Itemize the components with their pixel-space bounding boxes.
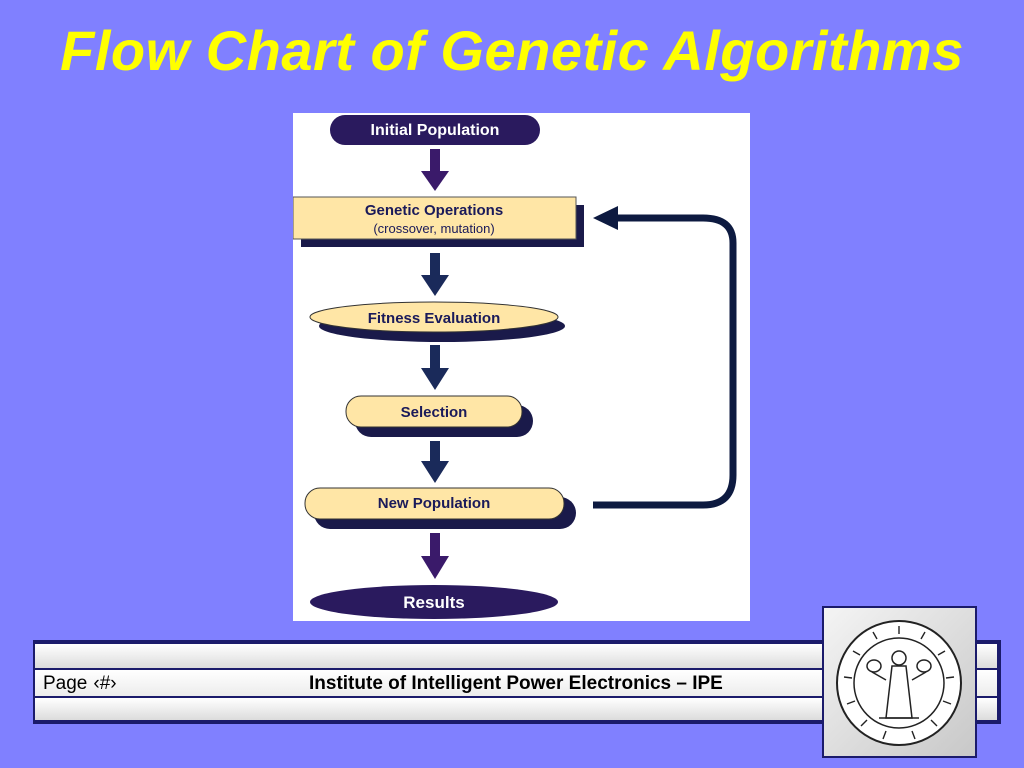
loop-arrow-new-to-genetic [593, 206, 737, 509]
flowchart-svg: Initial Population Genetic Operations (c… [293, 115, 737, 619]
node-genetic-operations: Genetic Operations (crossover, mutation) [293, 196, 584, 247]
footer-band-bottom [35, 698, 997, 720]
node-new-population: New Population [304, 487, 576, 529]
page-number: ‹#› [93, 673, 117, 694]
node-initial-population-label: Initial Population [371, 122, 500, 139]
university-seal-icon [836, 620, 962, 746]
node-genetic-operations-sublabel: (crossover, mutation) [373, 221, 494, 236]
page-label: Page [43, 673, 88, 694]
node-selection: Selection [345, 395, 533, 437]
arrow-initial-to-genetic [421, 149, 449, 191]
node-selection-label: Selection [401, 404, 468, 421]
slide-title: Flow Chart of Genetic Algorithms [60, 19, 964, 82]
node-results: Results [310, 585, 558, 619]
institute-name: Institute of Intelligent Power Electroni… [309, 673, 723, 694]
arrow-selection-to-new-population [421, 441, 449, 483]
arrow-genetic-to-fitness [421, 253, 449, 296]
node-results-label: Results [403, 593, 464, 612]
node-new-population-label: New Population [378, 495, 491, 512]
arrow-new-population-to-results [421, 533, 449, 579]
node-genetic-operations-label: Genetic Operations [365, 202, 503, 219]
node-fitness-evaluation-label: Fitness Evaluation [368, 310, 501, 327]
arrow-fitness-to-selection [421, 345, 449, 390]
flowchart-panel: Initial Population Genetic Operations (c… [293, 113, 750, 621]
university-logo [822, 606, 977, 758]
page-indicator: Page‹#› [43, 673, 117, 695]
node-fitness-evaluation: Fitness Evaluation [309, 301, 565, 342]
node-initial-population: Initial Population [330, 115, 540, 145]
